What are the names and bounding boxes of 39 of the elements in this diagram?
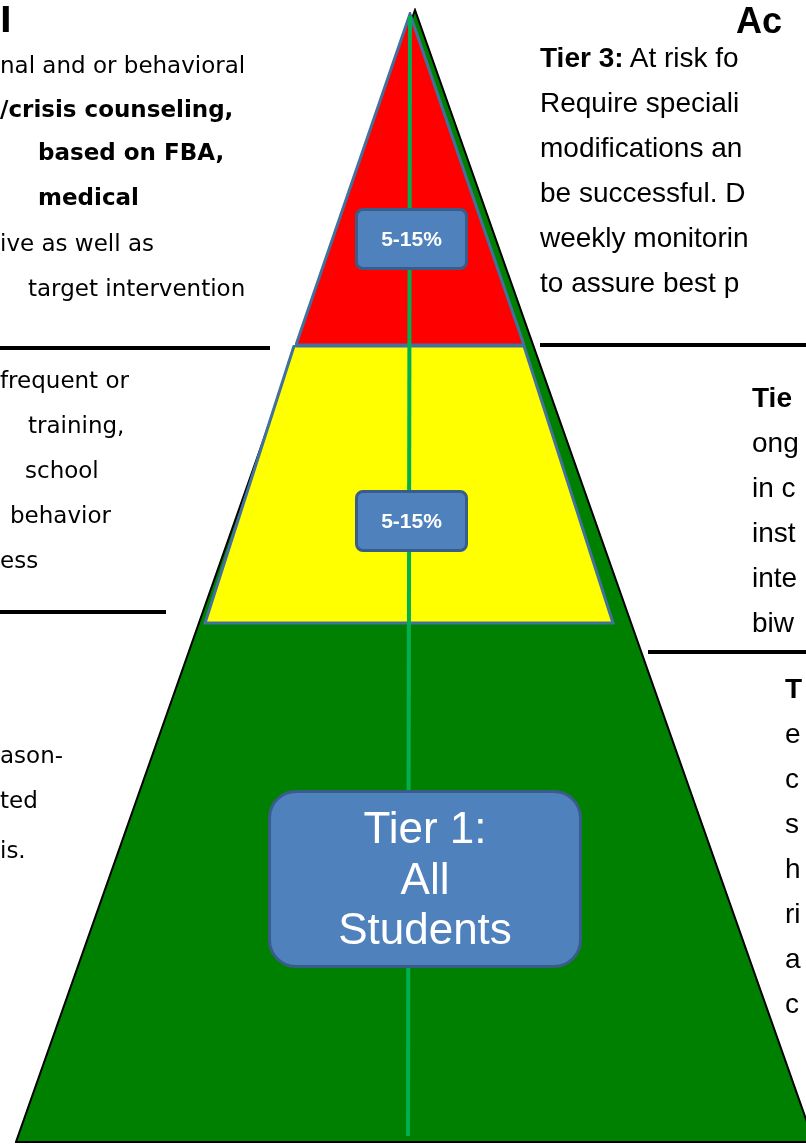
- body-text: ess: [0, 547, 39, 573]
- body-text: Tie: [752, 382, 792, 414]
- body-text: training,: [28, 412, 125, 438]
- body-text: frequent or: [0, 367, 129, 393]
- body-text: a: [785, 943, 801, 975]
- body-text: e: [785, 718, 801, 750]
- body-text: medical: [38, 184, 139, 210]
- body-text: ong: [752, 427, 799, 459]
- body-text: biw: [752, 607, 794, 639]
- tier-label-box: Tier 1: All Students: [268, 790, 582, 968]
- body-text: in c: [752, 472, 796, 504]
- percent-badge: 5-15%: [355, 490, 468, 552]
- body-text: inst: [752, 517, 796, 549]
- heading-text: l: [0, 0, 12, 40]
- body-text: target intervention: [28, 275, 246, 301]
- body-text: s: [785, 808, 799, 840]
- body-text: based on FBA,: [38, 139, 225, 165]
- body-text: behavior: [10, 502, 111, 528]
- body-text: be successful. D: [540, 177, 746, 209]
- body-text: h: [785, 853, 801, 885]
- body-text: Tier 3: At risk fo: [540, 42, 739, 74]
- body-text: modifications an: [540, 132, 743, 164]
- body-text: school: [25, 457, 99, 483]
- body-text: weekly monitorin: [540, 222, 749, 254]
- body-text: T: [785, 673, 803, 705]
- body-text: ive as well as: [0, 230, 154, 256]
- body-text: c: [785, 763, 799, 795]
- body-text: ason-: [0, 742, 64, 768]
- body-text: to assure best p: [540, 267, 740, 299]
- body-text: inte: [752, 562, 798, 594]
- body-text: c: [785, 988, 799, 1020]
- heading-text: Ac: [736, 0, 783, 42]
- percent-badge: 5-15%: [355, 208, 468, 270]
- body-text: /crisis counseling,: [0, 96, 234, 122]
- body-text: nal and or behavioral: [0, 52, 246, 78]
- body-text: ri: [785, 898, 801, 930]
- body-text: ted: [0, 787, 38, 813]
- body-text: Require speciali: [540, 87, 740, 119]
- body-text: is.: [0, 837, 26, 863]
